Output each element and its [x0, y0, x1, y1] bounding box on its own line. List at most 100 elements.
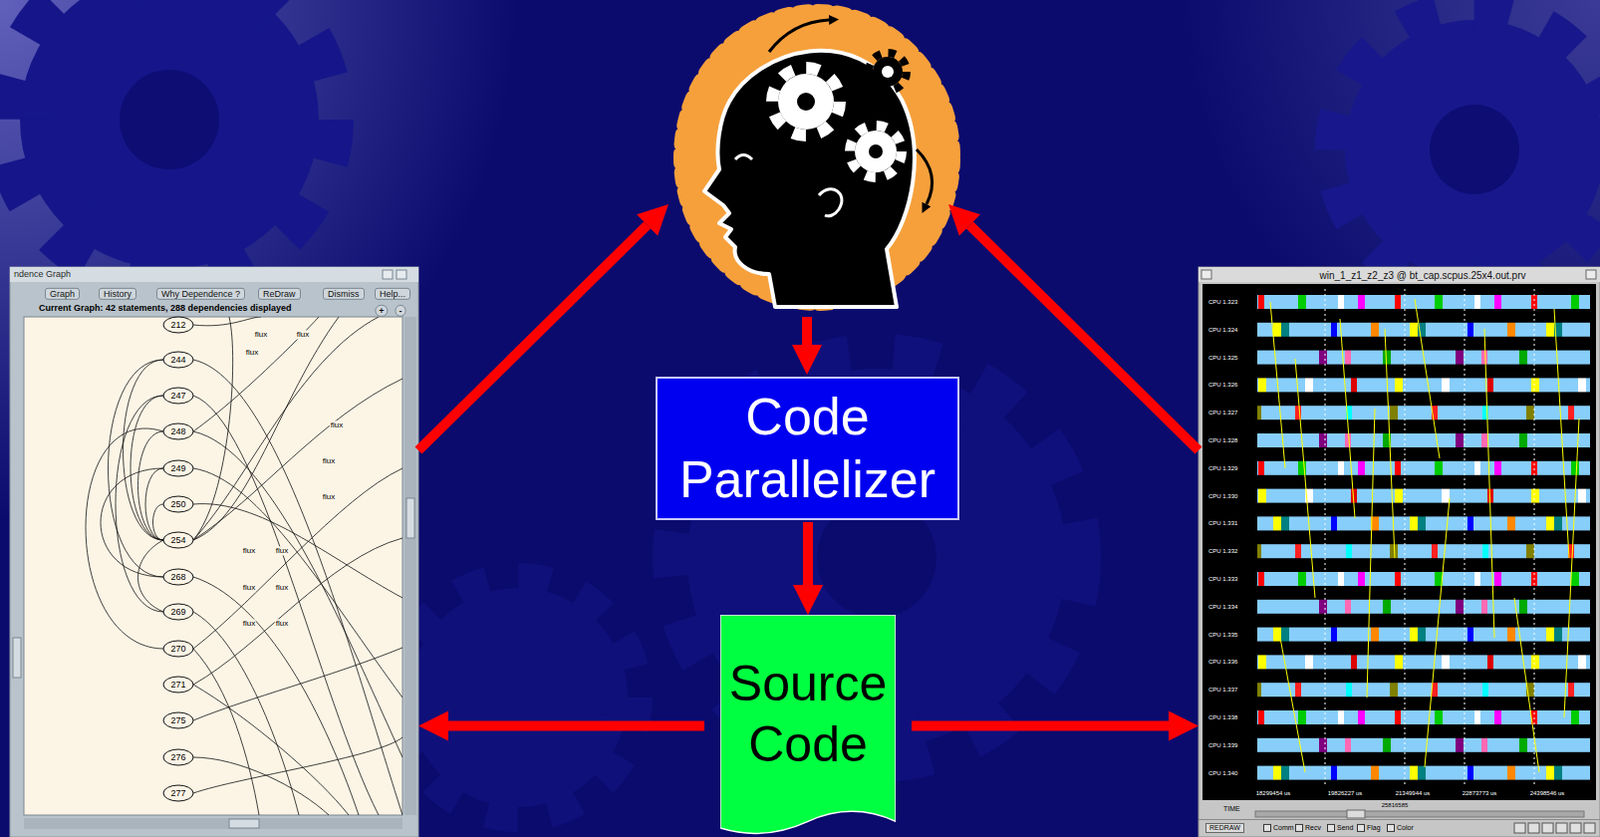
flow-arrow — [448, 721, 705, 732]
dependence-graph-window — [404, 316, 417, 815]
dependence-graph-window — [9, 266, 419, 837]
background-gears — [1429, 104, 1520, 195]
thinker-icon — [769, 19, 829, 52]
dependence-arcs — [193, 316, 379, 540]
flow-arrow — [911, 721, 1169, 732]
trace-markers — [1514, 597, 1540, 773]
dependence-label: flux — [245, 347, 260, 357]
dependence-arcs — [193, 684, 349, 815]
cpu-label: CPU 1.323 — [1208, 298, 1238, 306]
cpu-label: CPU 1.337 — [1208, 686, 1238, 694]
statement-ellipses — [163, 676, 194, 693]
statement-number: 269 — [170, 606, 186, 617]
statement-number: 276 — [170, 752, 186, 763]
dependence-arcs — [193, 468, 403, 649]
cpu-label: CPU 1.332 — [1208, 547, 1238, 555]
trace-markers — [1325, 288, 1327, 786]
trace-rows — [1257, 599, 1591, 614]
statement-ellipses — [163, 568, 194, 585]
cpu-label: CPU 1.338 — [1208, 714, 1238, 722]
statement-ellipses — [163, 460, 194, 477]
trace-markers — [1270, 288, 1580, 786]
dependence-label: flux — [242, 545, 257, 555]
statement-ellipses — [163, 532, 194, 548]
trace-window — [1198, 266, 1600, 837]
trace-window — [1570, 822, 1582, 833]
statement-number: 277 — [170, 788, 186, 799]
statement-number: 270 — [170, 643, 186, 654]
cpu-label: CPU 1.333 — [1208, 575, 1238, 583]
dependence-label: flux — [321, 456, 336, 466]
statement-number: 268 — [170, 571, 186, 582]
cpu-label: CPU 1.334 — [1208, 602, 1238, 610]
dependence-arcs — [193, 359, 403, 815]
dependence-arcs — [85, 316, 403, 815]
statement-number: 248 — [170, 426, 186, 437]
toolbar-button: History — [98, 287, 137, 300]
time-value: 25816585 — [1381, 801, 1409, 809]
dependence-label: flux — [295, 329, 310, 339]
trace-rows — [1257, 710, 1591, 725]
window-title: ndence Graph — [13, 269, 71, 280]
statement-ellipses — [163, 785, 194, 801]
dependence-graph-window: ndence GraphCurrent Graph: 42 statements… — [9, 266, 419, 837]
dependence-arcs — [193, 648, 260, 815]
statement-number: 247 — [170, 390, 186, 401]
dependence-arcs — [193, 647, 403, 721]
trace-rows — [1257, 405, 1591, 420]
trace-markers — [1484, 328, 1495, 638]
trace-window — [1584, 822, 1596, 833]
trace-rows — [1257, 461, 1591, 476]
flow-arrow — [802, 522, 813, 585]
document-shape: Source Code — [720, 614, 896, 837]
trace-window — [1514, 822, 1526, 833]
trace-markers — [1564, 418, 1580, 718]
statement-number: 250 — [170, 499, 186, 510]
dependence-arcs — [193, 611, 299, 815]
dependence-arcs — [193, 316, 319, 432]
cpu-label: CPU 1.336 — [1208, 658, 1238, 666]
background-gears — [19, 0, 319, 269]
toolbar-button: Why Dependence ? — [156, 287, 246, 300]
statement-ellipses — [163, 316, 194, 333]
trace-markers — [1414, 298, 1440, 459]
box-text: Code Parallelizer — [665, 385, 950, 513]
statement-number: 254 — [170, 534, 186, 545]
dependence-arcs — [123, 359, 165, 540]
toolbar-button: Help... — [374, 287, 411, 300]
trace-window — [1198, 818, 1600, 820]
dependence-graph-window — [406, 498, 415, 538]
time-tick: 21349944 us — [1395, 790, 1431, 798]
thinker-icon — [778, 73, 834, 130]
axis-label: TIME — [1223, 804, 1241, 813]
dependence-label: flux — [329, 420, 344, 430]
dependence-arcs — [115, 395, 164, 612]
cpu-label: CPU 1.326 — [1208, 381, 1238, 389]
document-outline — [720, 614, 896, 833]
time-tick: 18299454 us — [1256, 790, 1292, 798]
trace-window — [1556, 822, 1568, 833]
trace-window — [1542, 822, 1554, 833]
thinker-icon — [704, 50, 915, 307]
status-line: Current Graph: 42 statements, 288 depend… — [38, 303, 292, 314]
dependence-arcs — [193, 537, 403, 685]
dependence-graph-window — [12, 637, 21, 678]
trace-markers — [1464, 288, 1466, 786]
window-title: win_1_z1_z2_z3 @ bt_cap.scpus.25x4.out.p… — [1320, 269, 1527, 281]
dependence-arcs — [100, 468, 164, 577]
trace-markers — [1270, 298, 1580, 773]
trace-rows — [1257, 322, 1591, 337]
feedback-arrows — [801, 316, 812, 345]
trace-window — [1346, 809, 1365, 818]
statement-ellipses — [163, 423, 194, 440]
trace-window — [1586, 269, 1597, 279]
view-checkbox: Comm — [1263, 823, 1295, 832]
dependence-arcs — [193, 395, 379, 815]
trace-markers — [1280, 637, 1306, 773]
thinker-icon — [868, 144, 883, 159]
cpu-label: CPU 1.324 — [1208, 325, 1238, 333]
background-gears — [1344, 19, 1600, 279]
thinker-icon — [854, 130, 897, 173]
statement-ellipses — [163, 351, 194, 368]
